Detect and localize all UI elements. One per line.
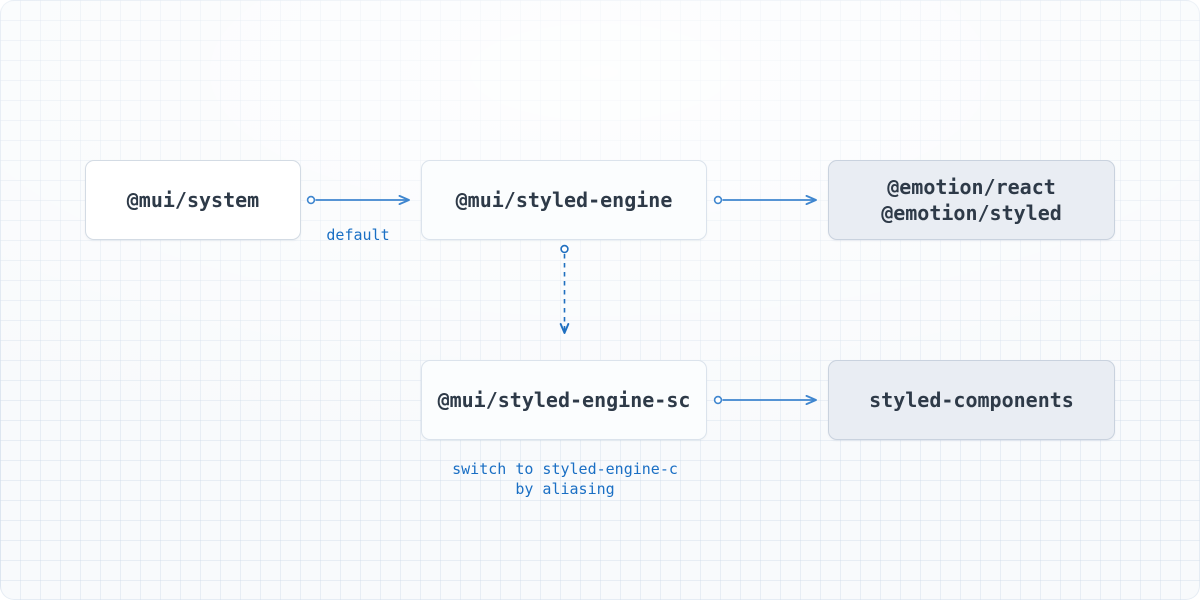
node-mui-styled-engine[interactable]: @mui/styled-engine xyxy=(421,160,707,240)
edge-label-aliasing: switch to styled-engine-c by aliasing xyxy=(452,460,678,498)
node-emotion-packages[interactable]: @emotion/react @emotion/styled xyxy=(828,160,1115,240)
node-mui-styled-engine-sc[interactable]: @mui/styled-engine-sc xyxy=(421,360,707,440)
node-mui-system[interactable]: @mui/system xyxy=(85,160,301,240)
edge-enginesc-to-sc xyxy=(713,394,817,406)
edge-engine-to-emotion xyxy=(713,194,817,206)
edge-label-default: default xyxy=(326,226,390,244)
edge-engine-to-enginesc-dashed xyxy=(559,244,570,334)
node-styled-components[interactable]: styled-components xyxy=(828,360,1115,440)
edge-system-to-engine xyxy=(306,194,410,206)
